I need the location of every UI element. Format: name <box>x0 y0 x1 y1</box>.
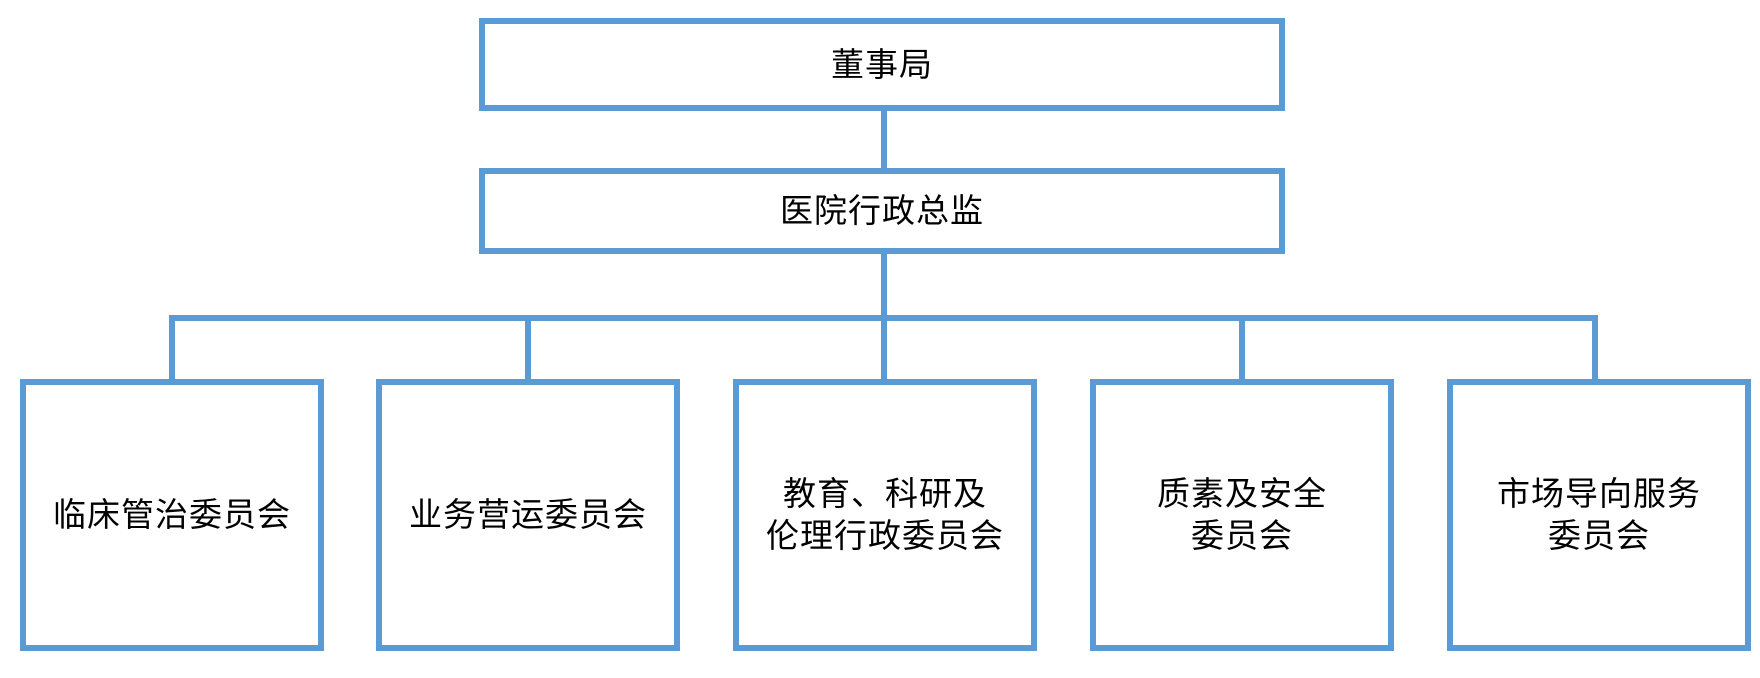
connector-to-committee-3 <box>881 315 887 379</box>
clinical-governance-committee-label: 临床管治委员会 <box>53 495 291 534</box>
connector-board-to-director <box>881 111 887 168</box>
business-operations-committee-node: 业务营运委员会 <box>376 379 680 651</box>
market-oriented-service-committee-node: 市场导向服务 委员会 <box>1447 379 1751 651</box>
connector-to-committee-2 <box>525 315 531 379</box>
clinical-governance-committee-node: 临床管治委员会 <box>20 379 324 651</box>
hospital-director-label: 医院行政总监 <box>780 191 984 230</box>
connector-to-committee-1 <box>169 315 175 379</box>
quality-safety-committee-node: 质素及安全 委员会 <box>1090 379 1394 651</box>
connector-to-committee-5 <box>1592 315 1598 379</box>
business-operations-committee-label: 业务营运委员会 <box>409 495 647 534</box>
quality-safety-committee-label: 质素及安全 委员会 <box>1157 474 1327 555</box>
connector-director-to-committees <box>881 254 887 318</box>
board-label: 董事局 <box>831 44 933 84</box>
education-research-ethics-committee-node: 教育、科研及 伦理行政委员会 <box>733 379 1037 651</box>
hospital-director-node: 医院行政总监 <box>479 168 1285 254</box>
education-research-ethics-committee-label: 教育、科研及 伦理行政委员会 <box>766 474 1004 555</box>
board-node: 董事局 <box>479 18 1285 111</box>
connector-to-committee-4 <box>1239 315 1245 379</box>
market-oriented-service-committee-label: 市场导向服务 委员会 <box>1497 474 1701 555</box>
